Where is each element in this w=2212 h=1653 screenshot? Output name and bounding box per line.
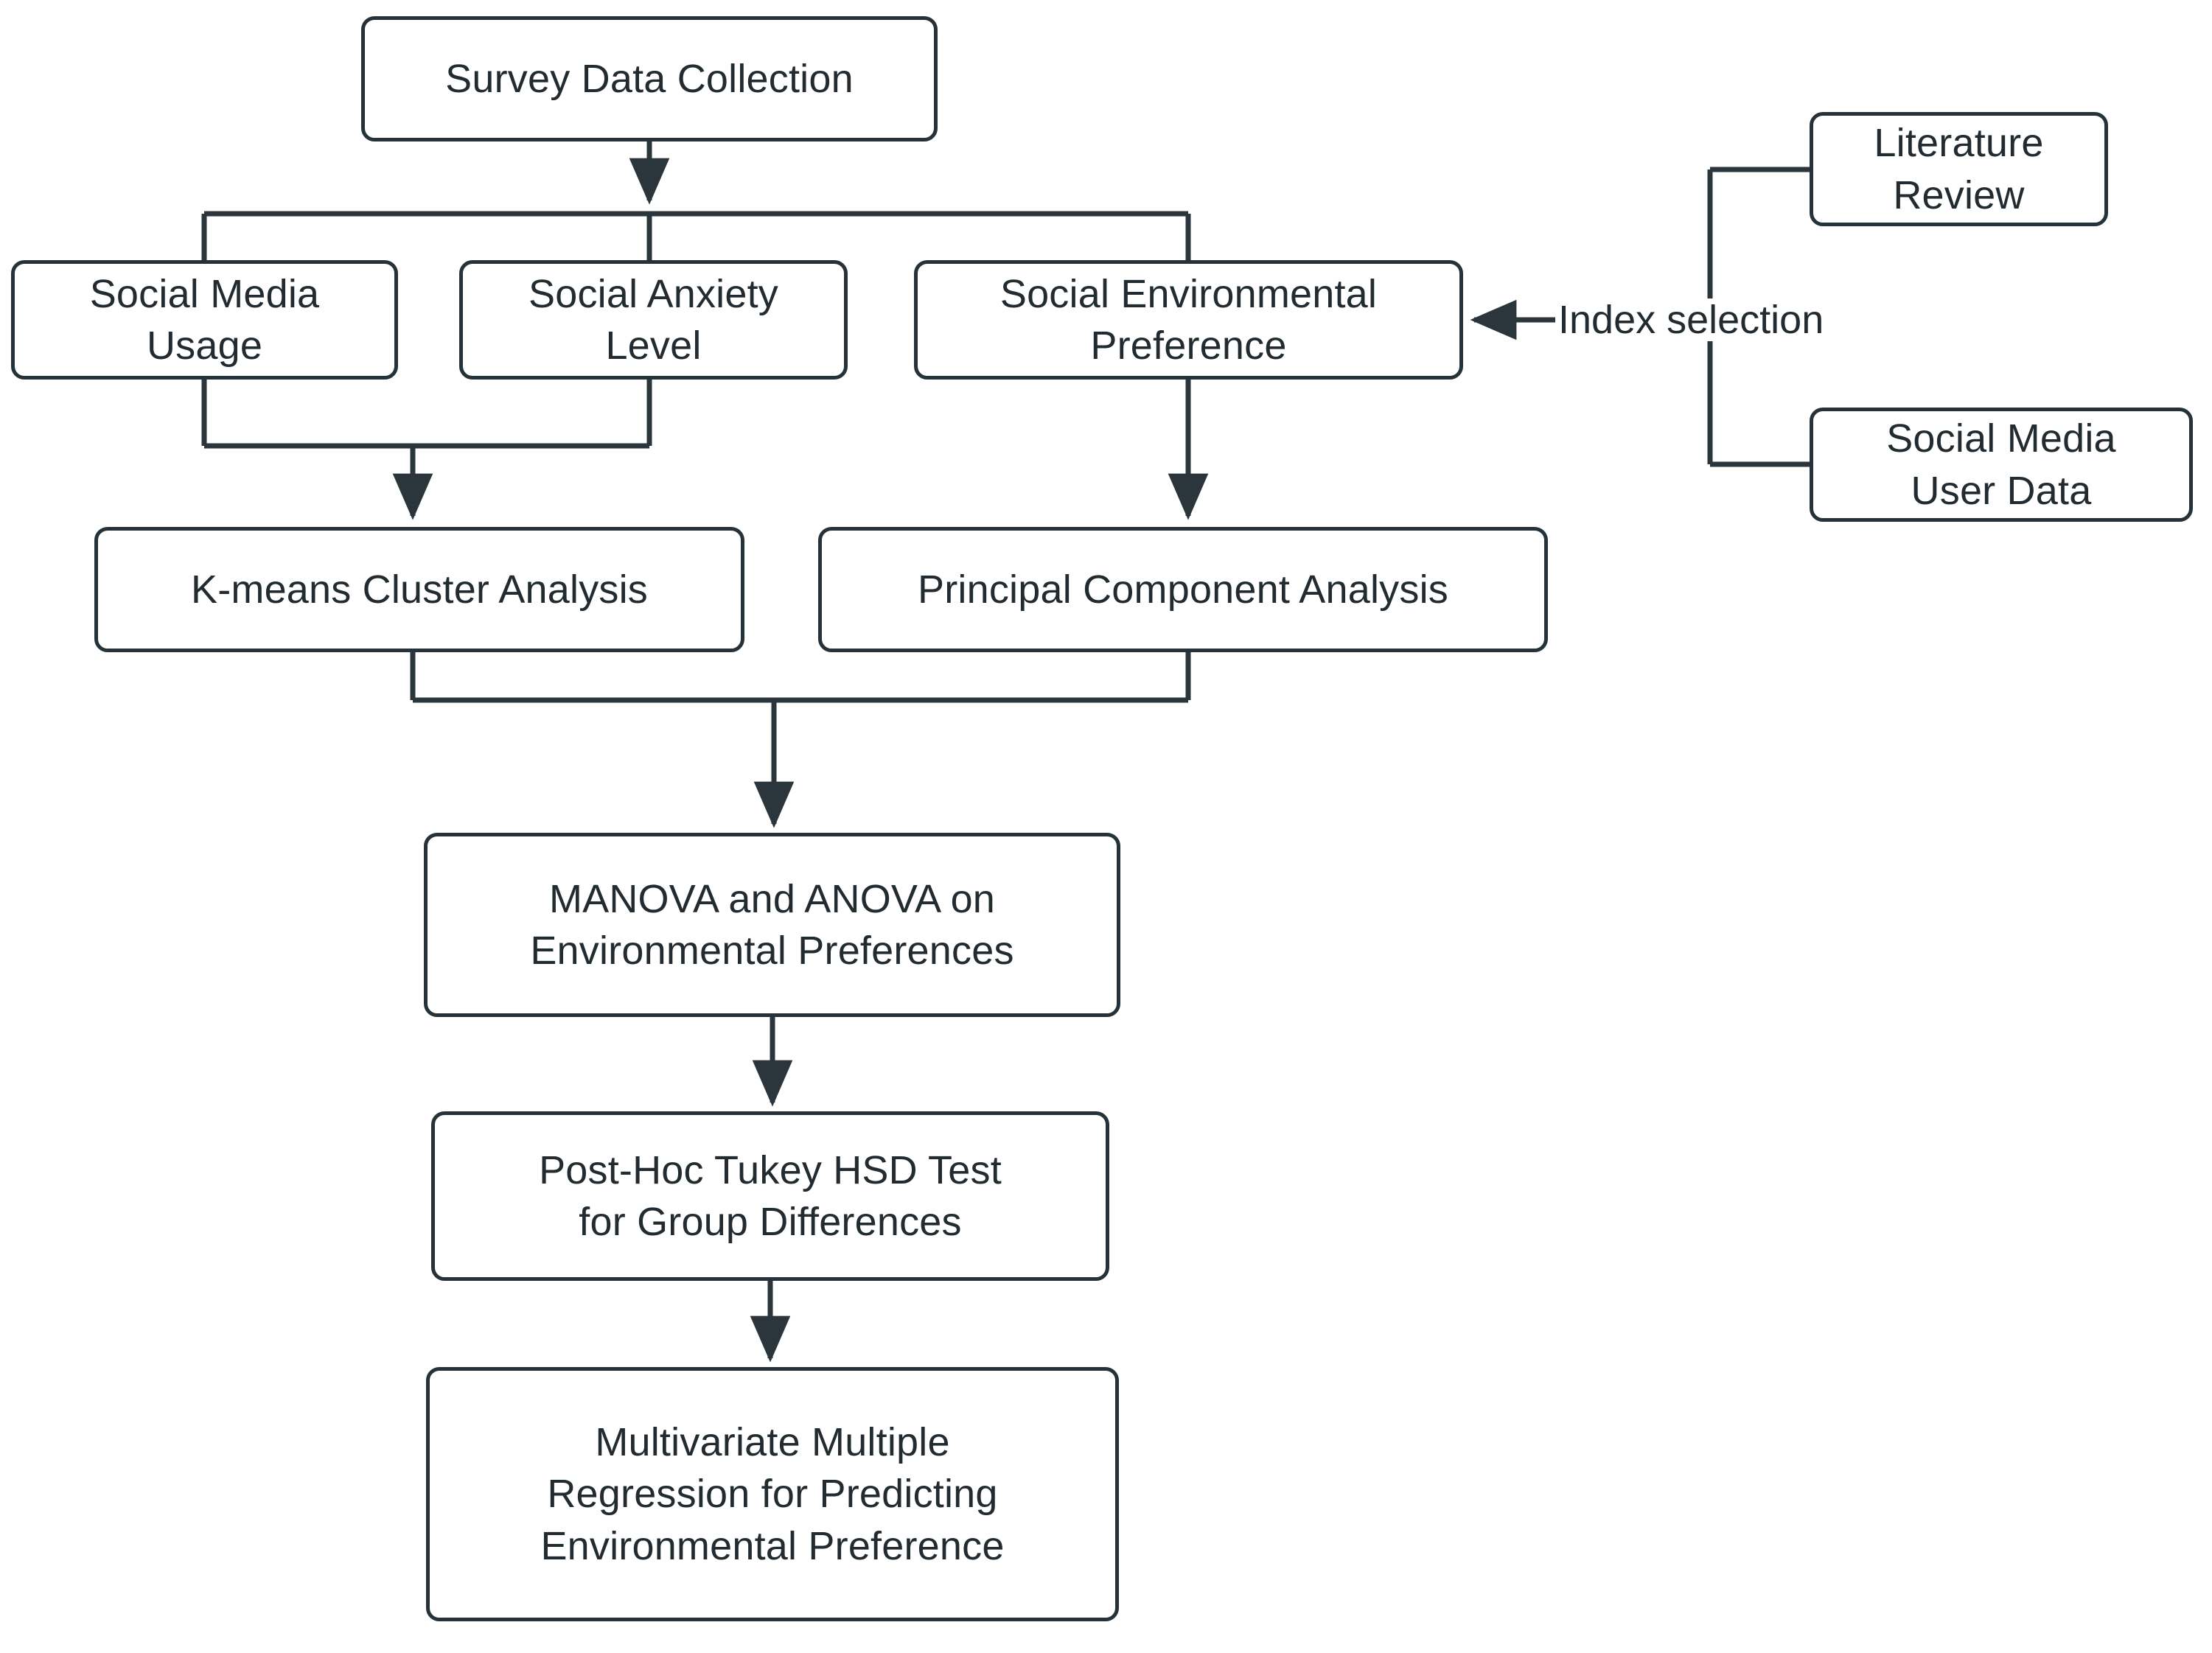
node-label-manova-anova: MANOVA and ANOVA on Environmental Prefer… bbox=[530, 876, 1014, 973]
edge-label-index-selection: Index selection bbox=[1555, 298, 1827, 341]
node-post-hoc-tukey[interactable]: Post-Hoc Tukey HSD Test for Group Differ… bbox=[431, 1111, 1109, 1281]
node-label-principal-component-analysis: Principal Component Analysis bbox=[918, 567, 1448, 612]
node-principal-component-analysis[interactable]: Principal Component Analysis bbox=[818, 527, 1548, 652]
node-social-media-usage[interactable]: Social Media Usage bbox=[11, 260, 398, 380]
node-label-social-anxiety-level: Social Anxiety Level bbox=[528, 271, 778, 368]
node-label-literature-review: Literature Review bbox=[1874, 121, 2044, 217]
node-literature-review[interactable]: Literature Review bbox=[1810, 112, 2108, 226]
node-manova-anova[interactable]: MANOVA and ANOVA on Environmental Prefer… bbox=[424, 833, 1120, 1017]
node-label-kmeans-cluster-analysis: K-means Cluster Analysis bbox=[190, 567, 649, 612]
node-kmeans-cluster-analysis[interactable]: K-means Cluster Analysis bbox=[94, 527, 744, 652]
node-label-social-media-usage: Social Media Usage bbox=[89, 271, 320, 368]
node-multivariate-regression[interactable]: Multivariate Multiple Regression for Pre… bbox=[426, 1367, 1119, 1621]
node-social-media-user-data[interactable]: Social Media User Data bbox=[1810, 408, 2193, 522]
node-label-social-environmental-preference: Social Environmental Preference bbox=[999, 271, 1378, 368]
node-label-multivariate-regression: Multivariate Multiple Regression for Pre… bbox=[540, 1420, 1005, 1568]
node-label-survey-data-collection: Survey Data Collection bbox=[445, 56, 854, 101]
node-label-social-media-user-data: Social Media User Data bbox=[1886, 416, 2116, 513]
node-survey-data-collection[interactable]: Survey Data Collection bbox=[361, 16, 938, 141]
node-label-post-hoc-tukey: Post-Hoc Tukey HSD Test for Group Differ… bbox=[539, 1147, 1002, 1244]
node-social-anxiety-level[interactable]: Social Anxiety Level bbox=[459, 260, 848, 380]
node-social-environmental-preference[interactable]: Social Environmental Preference bbox=[914, 260, 1463, 380]
